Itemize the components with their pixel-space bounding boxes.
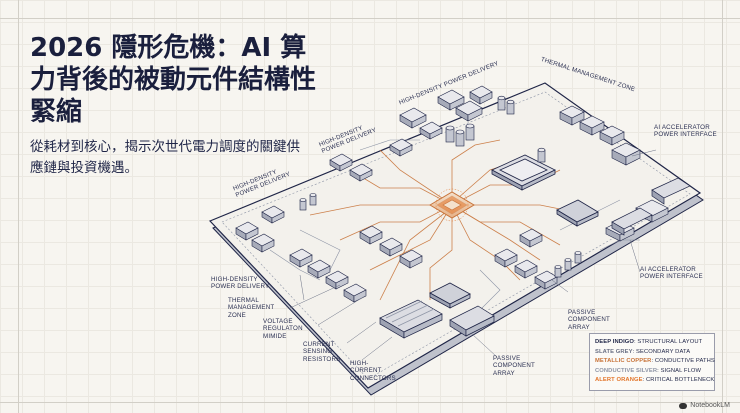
frame-line-bottom [0, 402, 740, 403]
frame-line-right [722, 0, 723, 413]
legend-row: ALERT ORANGE: CRITICAL BOTTLENECK [595, 376, 714, 386]
notebooklm-logo-icon [679, 402, 688, 409]
legend-desc: : CRITICAL BOTTLENECK [642, 377, 715, 384]
brand-label: NotebookLM [690, 402, 730, 409]
leader-lines [289, 149, 657, 361]
label-passive-bottom: PASSIVE COMPONENT ARRAY [493, 355, 535, 377]
connectors [379, 177, 691, 339]
label-passive-right: PASSIVE COMPONENT ARRAY [568, 309, 610, 331]
legend-desc: : CONDUCTIVE PATHS [651, 358, 715, 365]
legend-row: DEEP INDIGO: STRUCTURAL LAYOUT [595, 338, 709, 348]
frame-line-left [18, 0, 19, 413]
capacitors [299, 95, 582, 278]
legend-key: DEEP INDIGO [595, 339, 635, 345]
board-slab [208, 82, 704, 396]
frame-line-top [0, 18, 740, 19]
legend-key: SLATE GREY [595, 348, 633, 355]
label-voltage: VOLTAGE REGULATON MIMIDE [263, 318, 303, 340]
label-ai-accel-right: AI ACCELERATOR POWER INTERFACE [640, 266, 703, 281]
chip-top-right [491, 154, 556, 191]
label-ai-accel-top: AI ACCELERATOR POWER INTERFACE [654, 124, 717, 139]
chip-bottom [429, 282, 471, 309]
legend-row: SLATE GREY: SECONDARY DATA [595, 348, 709, 358]
legend-key: CONDUCTIVE SILVER [595, 367, 658, 374]
label-current-sensing: CURRENT SENSING RESISTORS [303, 341, 341, 363]
page-subtitle: 從耗材到核心，揭示次世代電力調度的關鍵供應鏈與投資機遇。 [30, 139, 300, 176]
legend-row: METALLIC COPPER: CONDUCTIVE PATHS [595, 357, 715, 367]
legend-row: CONDUCTIVE SILVER: SIGNAL FLOW [595, 367, 709, 377]
legend-key: ALERT ORANGE [595, 377, 643, 384]
legend-desc: : SIGNAL FLOW [657, 367, 702, 374]
page-title: 2026 隱形危機：AI 算力背後的被動元件結構性緊縮 [30, 33, 317, 127]
legend-desc: : STRUCTURAL LAYOUT [634, 339, 703, 345]
brand-mark: NotebookLM [679, 402, 730, 409]
label-hdpd-lower: HIGH-DENSITY POWER DELIVERY [211, 276, 270, 291]
label-thermal-lower: THERMAL MANAGEMENT ZONE [228, 297, 275, 319]
chip-right [556, 199, 599, 227]
legend-key: METALLIC COPPER [595, 358, 652, 365]
component-blocks [235, 85, 669, 303]
legend-desc: : SECONDARY DATA [632, 348, 691, 355]
central-processor [429, 188, 475, 222]
label-connectors: HIGH-CURRENT CONNECTORS [350, 360, 396, 382]
